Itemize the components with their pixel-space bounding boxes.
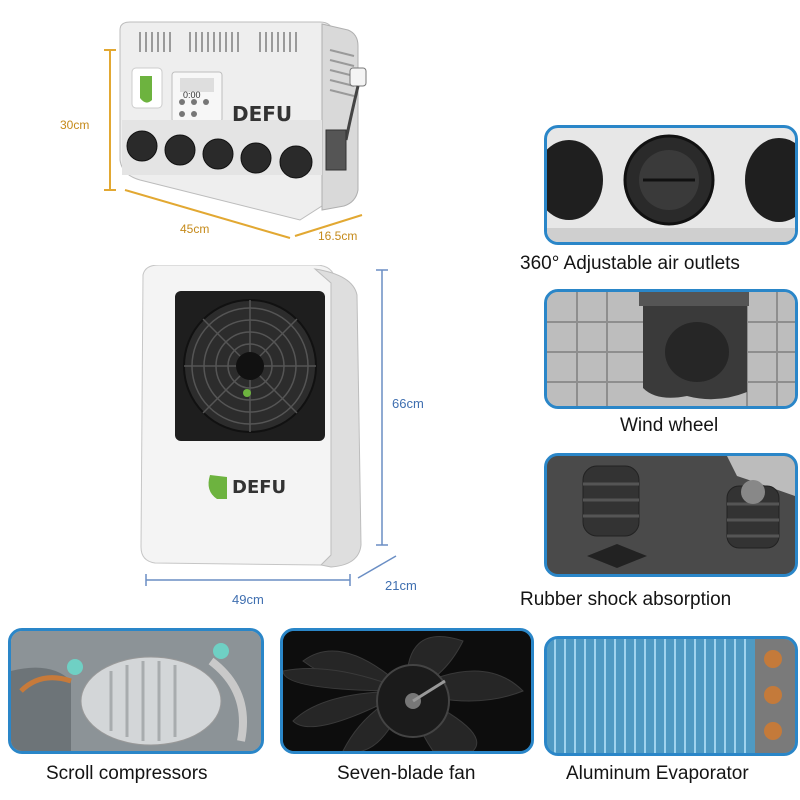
bottom-unit-illustration [140,264,362,568]
rubber-mount-icon [547,456,795,574]
air-outlets-caption: 360° Adjustable air outlets [520,253,740,274]
scroll-compressor-photo [8,628,264,754]
evaporator-fins-icon [547,639,795,753]
bottom-unit-brand-label: DEFU [232,477,287,498]
top-unit-height-label: 30cm [60,118,90,132]
seven-blade-fan-photo [280,628,534,754]
shock-absorption-photo [544,453,798,577]
wind-wheel-caption: Wind wheel [620,415,719,436]
aluminum-evaporator-photo [544,636,798,756]
aluminum-evaporator-caption: Aluminum Evaporator [566,763,749,784]
wind-wheel-icon [547,292,795,406]
top-unit-display-reading: 0:00 [183,90,201,100]
air-outlets-photo [544,125,798,245]
bottom-unit-width-label: 49cm [232,592,264,607]
shock-absorption-caption: Rubber shock absorption [520,589,732,610]
scroll-compressor-caption: Scroll compressors [46,763,208,784]
seven-blade-fan-caption: Seven-blade fan [337,763,476,784]
bottom-unit-dimension-lines [145,269,397,586]
top-unit-brand-label: DEFU [232,102,293,126]
wind-wheel-photo [544,289,798,409]
top-unit-illustration [104,21,367,239]
top-unit-depth-label: 16.5cm [318,229,358,243]
top-unit-figure: DEFU 0:00 [100,10,380,240]
bottom-unit-depth-label: 21cm [385,578,417,593]
bottom-unit-height-label: 66cm [392,396,424,411]
compressor-icon [11,631,261,751]
top-unit-width-label: 45cm [180,222,210,236]
bottom-unit-figure: DEFU [135,264,390,575]
seven-blade-fan-icon [283,631,531,751]
air-outlet-vents-icon [547,134,795,242]
